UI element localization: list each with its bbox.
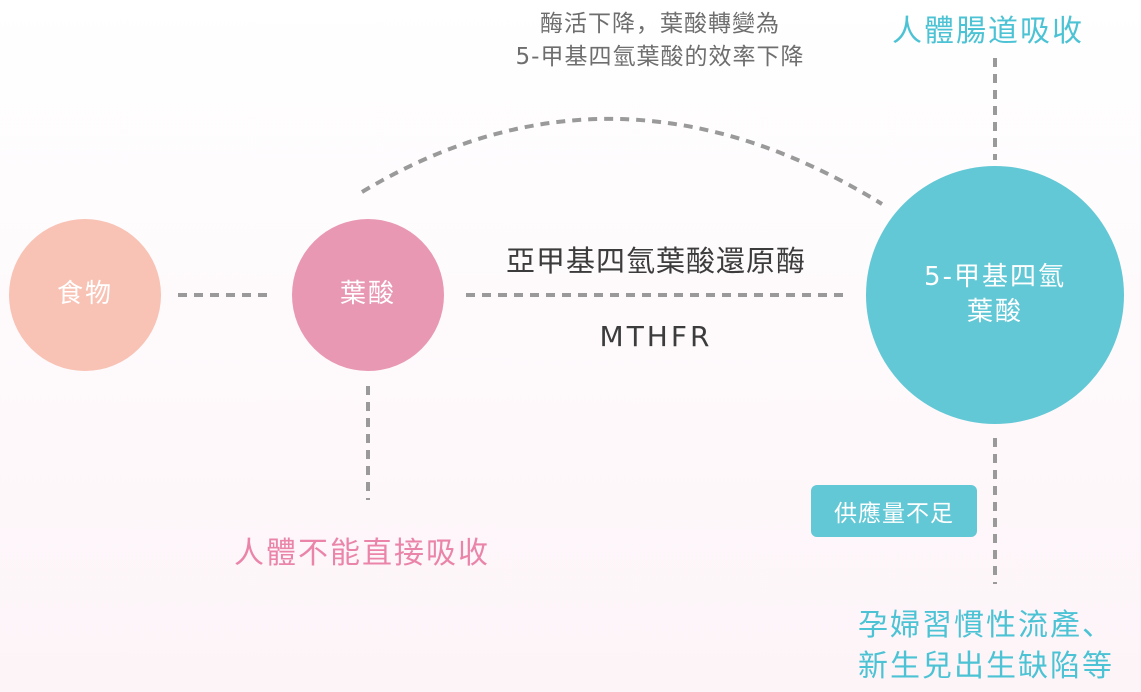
reduced-efficiency-line1: 酶活下降，葉酸轉變為 bbox=[540, 11, 780, 37]
enzyme-name: 亞甲基四氫葉酸還原酶 bbox=[505, 244, 806, 278]
reduced-efficiency-note: 酶活下降，葉酸轉變為 5-甲基四氫葉酸的效率下降 bbox=[440, 8, 880, 75]
cannot-absorb-label: 人體不能直接吸收 bbox=[234, 536, 490, 571]
outcome-line2: 新生兒出生缺陷等 bbox=[858, 648, 1114, 684]
food-node: 食物 bbox=[9, 219, 161, 371]
mthf-node-label-line2: 葉酸 bbox=[966, 297, 1023, 327]
intestinal-absorption-label: 人體腸道吸收 bbox=[892, 14, 1084, 49]
outcome-line1: 孕婦習慣性流產、 bbox=[858, 608, 1114, 643]
enzyme-abbreviation: MTHFR bbox=[599, 320, 713, 353]
folate-node: 葉酸 bbox=[292, 219, 444, 371]
insufficient-supply-text: 供應量不足 bbox=[834, 501, 954, 527]
reduced-efficiency-line2: 5-甲基四氫葉酸的效率下降 bbox=[515, 44, 805, 71]
folate-node-label: 葉酸 bbox=[339, 279, 396, 310]
outcome-label: 孕婦習慣性流產、 新生兒出生缺陷等 bbox=[858, 606, 1114, 687]
connector-arc-reduced-efficiency bbox=[360, 116, 884, 206]
mthf-node-label-line1: 5-甲基四氫 bbox=[924, 261, 1066, 292]
food-node-label: 食物 bbox=[56, 279, 113, 310]
insufficient-supply-badge: 供應量不足 bbox=[811, 485, 977, 537]
methyltetrahydrofolate-node: 5-甲基四氫 葉酸 bbox=[866, 166, 1124, 424]
